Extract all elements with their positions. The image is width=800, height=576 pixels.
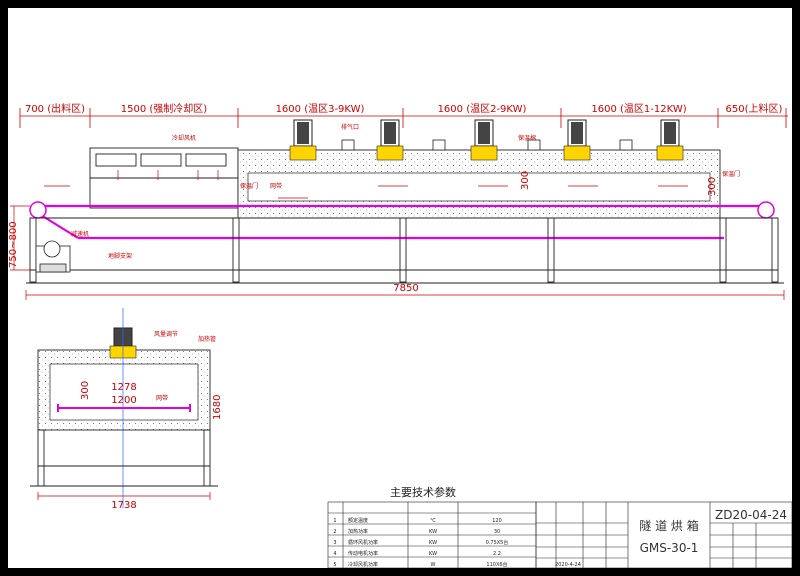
length-dim-line [25,290,785,300]
support-frame [26,217,784,284]
params-rows: 1 额定温度 ℃ 120 2 加热功率 KW 30 3 循环风机功率 KW 0.… [333,517,508,568]
dim-zone3: 1600 (温区3-9KW) [276,103,365,115]
svg-text:1: 1 [333,518,336,524]
svg-text:℃: ℃ [430,518,436,524]
svg-text:30: 30 [494,529,500,535]
flow-arrows [44,185,688,199]
label-fan-adjust: 风量调节 [154,330,178,338]
title-block-grid [535,501,792,568]
svg-text:0.75X5台: 0.75X5台 [486,539,509,546]
cooling-hood [89,147,239,209]
svg-text:2: 2 [333,529,336,535]
svg-text:5: 5 [333,562,336,568]
drawing-sheet: 700 (出料区) 1500 (强制冷却区) 1600 (温区3-9KW) 16… [8,8,792,568]
params-title: 主要技术参数 [390,485,456,499]
dim-infeed: 650(上料区) [726,102,783,115]
label-heater: 加热管 [198,335,216,343]
label-cooling-fan: 冷却风机 [172,134,196,142]
params-table-grid [327,501,537,568]
width-dim-line [37,492,211,500]
label-exhaust: 排气口 [341,123,359,131]
top-dimension-line [19,108,788,128]
dim-1200: 1200 [111,395,136,406]
title-date: 2020-4-24 [555,562,581,568]
label-door-left: 保温门 [240,182,258,190]
svg-text:加热功率: 加热功率 [348,528,368,535]
svg-text:循环风机功率: 循环风机功率 [348,539,378,546]
circulation-fans [289,119,684,161]
svg-text:传动电机功率: 传动电机功率 [348,550,378,557]
dim-section-300: 300 [80,381,91,400]
dim-zone2: 1600 (温区2-9KW) [438,103,527,115]
dim-1738: 1738 [111,500,136,511]
rollers [29,201,775,219]
section-legs [30,429,218,487]
dim-total-length: 7850 [393,283,418,294]
dim-height: 750~800 [8,221,19,268]
exhaust-ports [341,139,633,151]
dim-1680: 1680 [212,395,223,420]
svg-text:KW: KW [429,540,437,546]
height-dim-line [10,205,30,271]
svg-text:4: 4 [333,551,336,557]
motor [35,240,71,273]
label-motor: 减速机 [71,230,89,238]
svg-text:110X6台: 110X6台 [486,561,507,568]
title-drawing-no: ZD20-04-24 [715,508,787,522]
svg-text:冷却风机功率: 冷却风机功率 [348,561,378,568]
svg-text:2.2: 2.2 [493,551,501,557]
cad-drawing: 700 (出料区) 1500 (强制冷却区) 1600 (温区3-9KW) 16… [8,102,792,568]
title-name: 隧 道 烘 箱 [639,518,698,533]
section-belt [57,404,191,412]
label-mesh-belt: 网带 [270,182,282,190]
dim-outfeed: 700 (出料区) [25,102,85,115]
dim-1278: 1278 [111,382,136,393]
label-base: 地脚支架 [108,252,132,260]
svg-text:3: 3 [333,540,336,546]
svg-text:W: W [431,562,436,568]
svg-text:KW: KW [429,529,437,535]
dim-cooling: 1500 (强制冷却区) [121,102,208,115]
dim-zone1: 1600 (温区1-12KW) [591,103,686,115]
svg-text:KW: KW [429,551,437,557]
cooling-arrows [117,170,219,180]
svg-text:120: 120 [492,518,502,524]
title-model: GMS-30-1 [640,541,699,555]
label-section-mesh: 网带 [156,394,168,402]
cross-section [37,308,211,508]
dim-300-b: 300 [707,177,718,196]
label-door-right: 保温门 [722,170,740,178]
dim-300-a: 300 [520,171,531,190]
svg-text:额定温度: 额定温度 [348,517,368,524]
label-insulation: 保温棉 [518,134,536,142]
